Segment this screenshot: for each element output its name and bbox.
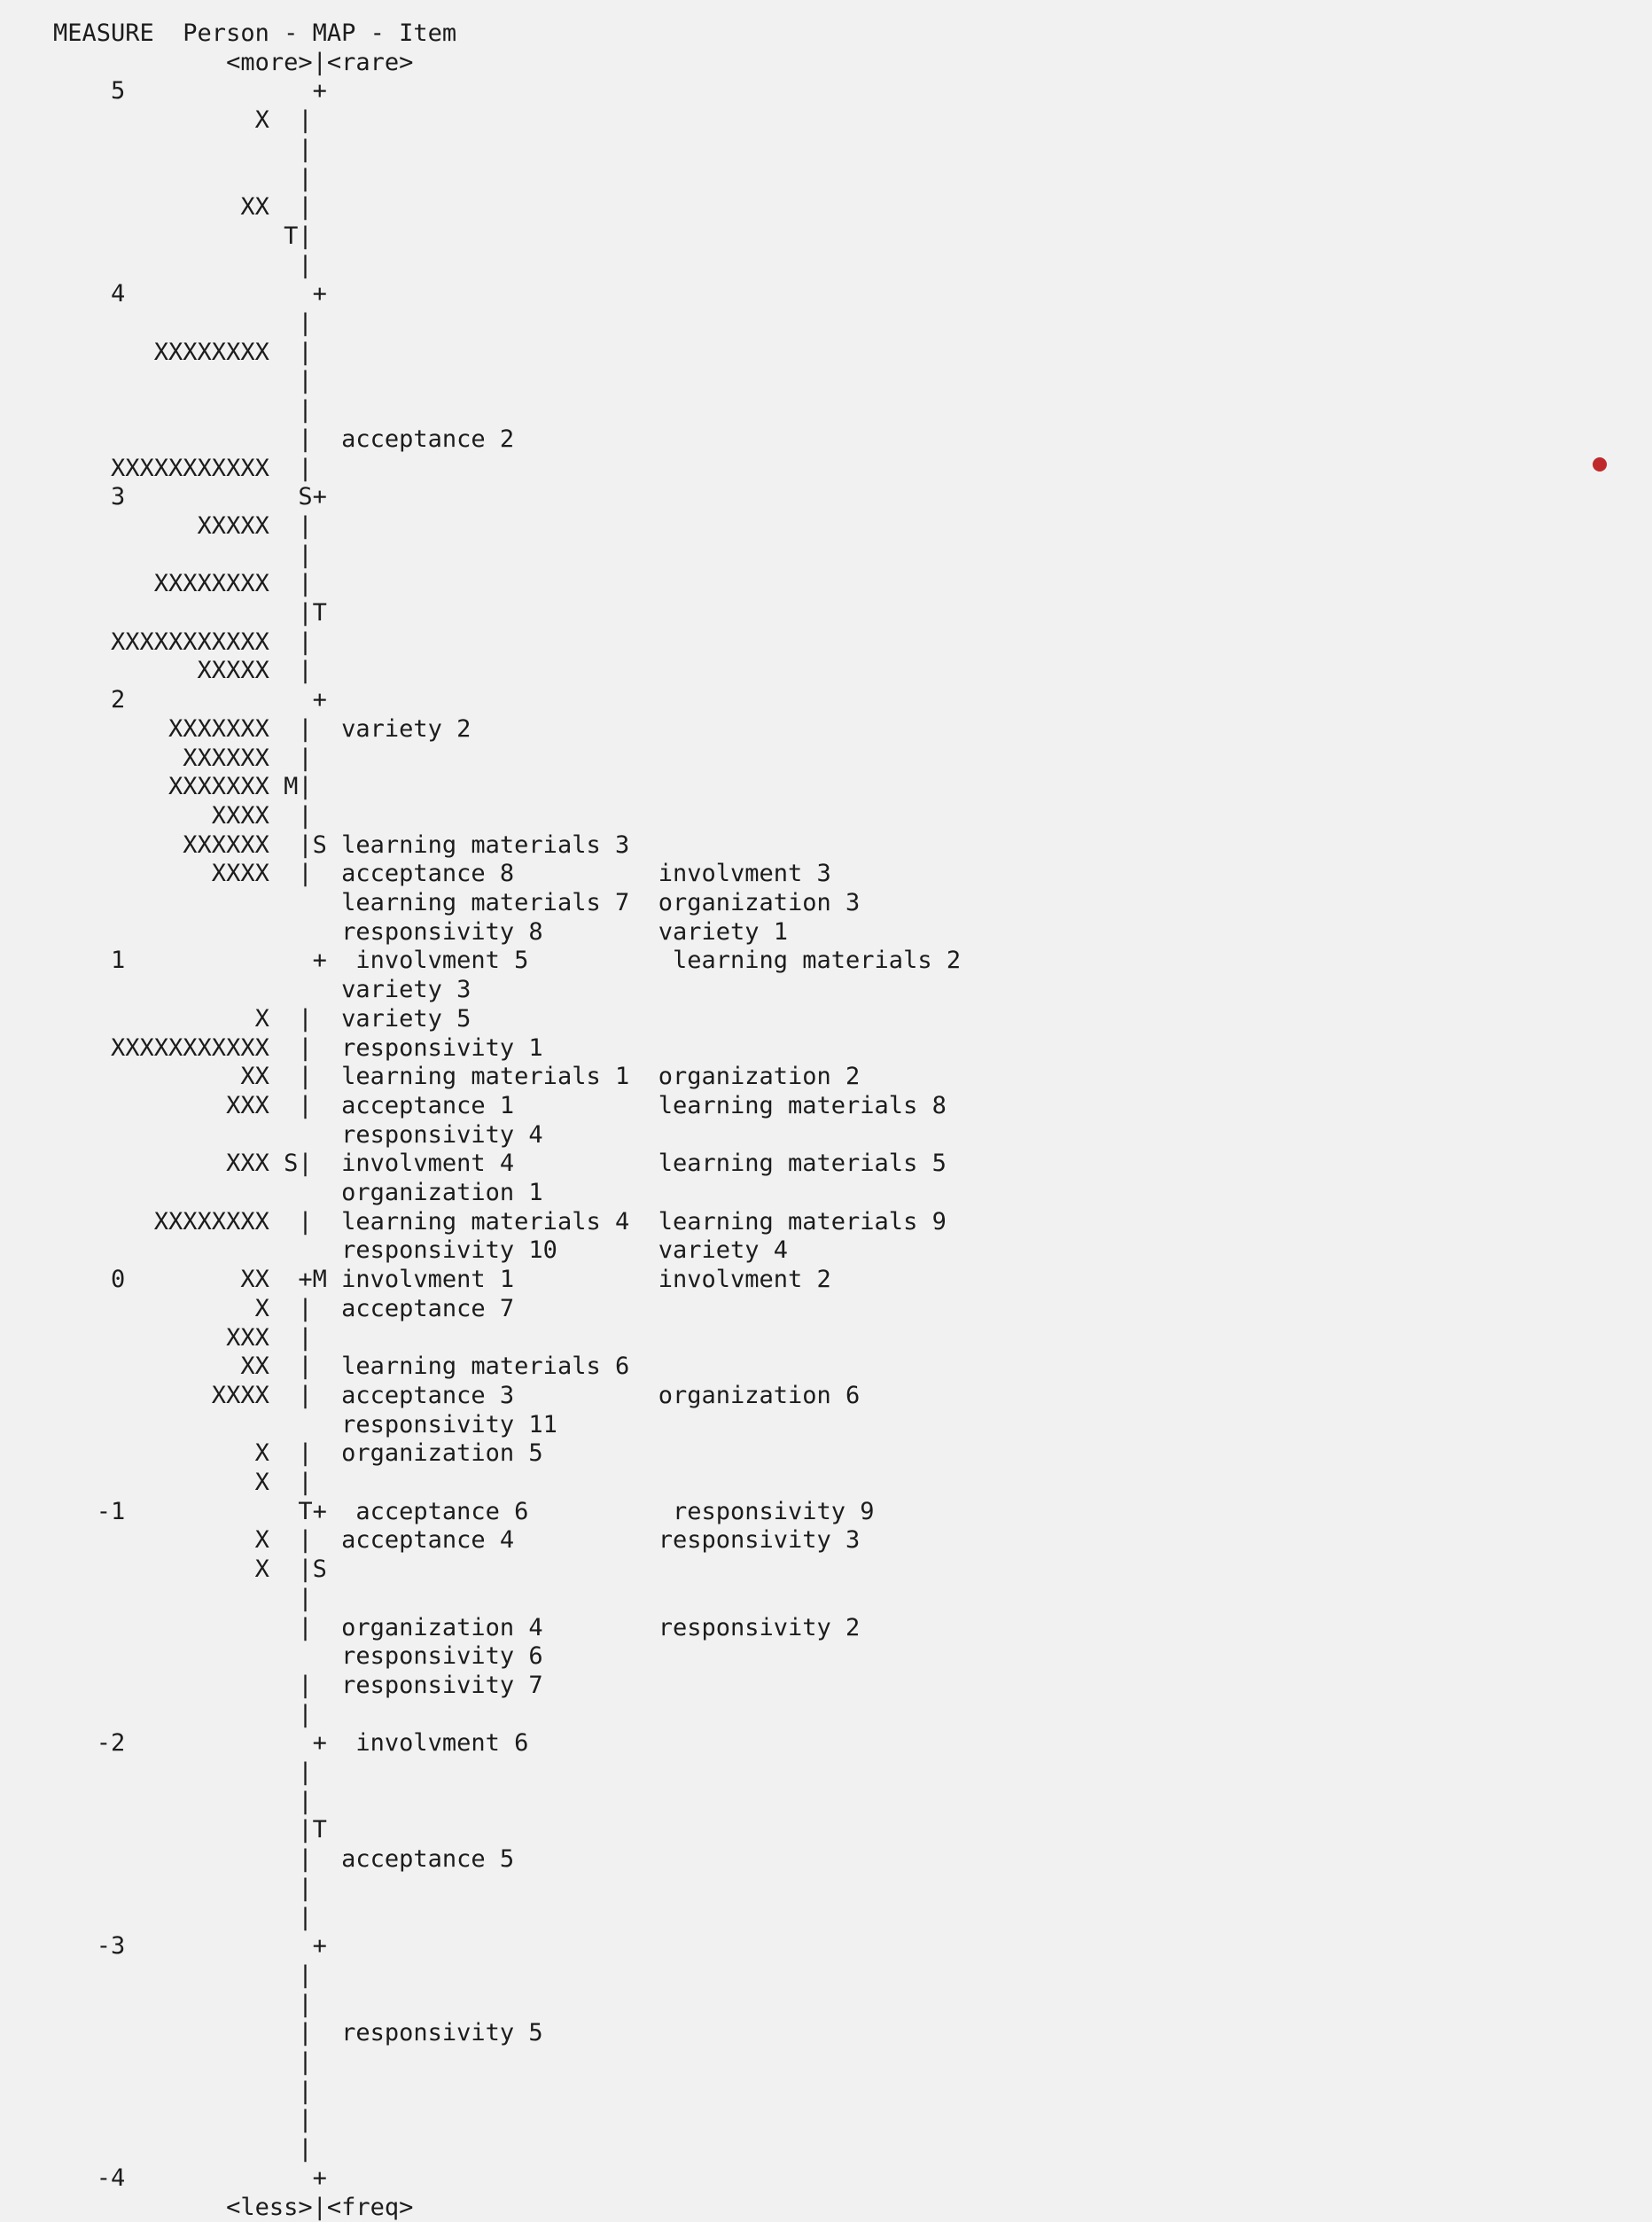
map-row: X |	[53, 106, 313, 136]
map-row: -3 +	[53, 1932, 327, 1961]
map-row: XXXXXX |S learning materials 3	[53, 831, 629, 861]
map-row: X |	[53, 1469, 313, 1498]
map-row: -2 + involvment 6	[53, 1729, 528, 1758]
map-row: 0 XX +M involvment 1 involvment 2	[53, 1266, 831, 1295]
map-row: |	[53, 2135, 313, 2164]
map-row: T|	[53, 222, 313, 252]
map-row: responsivity 4	[53, 1121, 543, 1150]
map-row: X | acceptance 4 responsivity 3	[53, 1526, 860, 1555]
map-row: |	[53, 1701, 313, 1730]
map-row: X |S	[53, 1555, 327, 1585]
map-row: responsivity 10 variety 4	[53, 1236, 788, 1266]
map-row: <more>|<rare>	[53, 49, 413, 78]
map-row: XXXXX |	[53, 512, 313, 542]
map-row: |	[53, 309, 313, 339]
map-row: |	[53, 2106, 313, 2135]
map-row: XXXX | acceptance 3 organization 6	[53, 1382, 860, 1411]
map-row: -4 +	[53, 2164, 327, 2194]
map-row: -1 T+ acceptance 6 responsivity 9	[53, 1498, 875, 1527]
map-row: 4 +	[53, 280, 327, 309]
map-row: responsivity 11	[53, 1411, 557, 1440]
map-row: XX | learning materials 6	[53, 1353, 629, 1382]
map-row: |	[53, 367, 313, 396]
map-row: XXXX |	[53, 802, 313, 831]
map-title: MEASURE Person - MAP - Item	[53, 19, 456, 49]
map-row: X | variety 5	[53, 1005, 471, 1034]
map-row: XXXXXXXXXXX | responsivity 1	[53, 1034, 543, 1064]
map-row: |	[53, 1904, 313, 1933]
map-row: |	[53, 1991, 313, 2020]
map-row: 5 +	[53, 77, 327, 106]
map-row: XXXXXX |	[53, 745, 313, 774]
map-row: XXX |	[53, 1324, 313, 1353]
map-row: XXXX | acceptance 8 involvment 3	[53, 860, 831, 889]
map-row: XXX | acceptance 1 learning materials 8	[53, 1092, 947, 1121]
map-row: |	[53, 165, 313, 194]
map-row: |T	[53, 599, 327, 628]
map-row: | acceptance 5	[53, 1845, 514, 1875]
map-row: |	[53, 252, 313, 281]
map-row: 1 + involvment 5 learning materials 2	[53, 947, 961, 976]
map-row: |	[53, 136, 313, 165]
map-row: XXXXXXXX | learning materials 4 learning…	[53, 1208, 947, 1237]
map-row: | organization 4 responsivity 2	[53, 1614, 860, 1643]
map-row: organization 1	[53, 1179, 543, 1208]
map-row: |	[53, 1585, 313, 1614]
map-row: XXXXXXX | variety 2	[53, 715, 471, 745]
map-row: |	[53, 2078, 313, 2107]
map-row: XXXXXXX M|	[53, 773, 313, 802]
map-row: responsivity 8 variety 1	[53, 918, 788, 947]
red-dot-marker	[1593, 457, 1607, 472]
map-row: XXXXXXXXXXX |	[53, 628, 313, 658]
map-row: <less>|<freq>	[53, 2194, 413, 2222]
map-row: |	[53, 1758, 313, 1788]
map-row: XXXXXXXX |	[53, 339, 313, 368]
map-row: XXXXX |	[53, 657, 313, 686]
map-row: X | organization 5	[53, 1439, 543, 1469]
map-row: XXXXXXXXXXX |	[53, 455, 313, 484]
map-row: |	[53, 1788, 313, 1817]
map-row: 2 +	[53, 686, 327, 715]
map-row: |	[53, 542, 313, 571]
map-row: | responsivity 5	[53, 2019, 543, 2048]
map-row: XX | learning materials 1 organization 2	[53, 1063, 860, 1092]
map-row: X | acceptance 7	[53, 1295, 514, 1324]
map-row: |	[53, 2048, 313, 2078]
map-row: | acceptance 2	[53, 425, 514, 455]
map-row: 3 S+	[53, 483, 327, 512]
map-row: learning materials 7 organization 3	[53, 889, 860, 918]
map-row: XXXXXXXX |	[53, 570, 313, 599]
map-row: |	[53, 1961, 313, 1991]
map-row: | responsivity 7	[53, 1672, 543, 1701]
map-row: |	[53, 396, 313, 425]
map-row: |	[53, 1875, 313, 1904]
map-row: |T	[53, 1816, 327, 1845]
map-row: responsivity 6	[53, 1642, 543, 1672]
map-row: XXX S| involvment 4 learning materials 5	[53, 1150, 947, 1179]
map-row: XX |	[53, 193, 313, 222]
map-row: variety 3	[53, 976, 471, 1005]
